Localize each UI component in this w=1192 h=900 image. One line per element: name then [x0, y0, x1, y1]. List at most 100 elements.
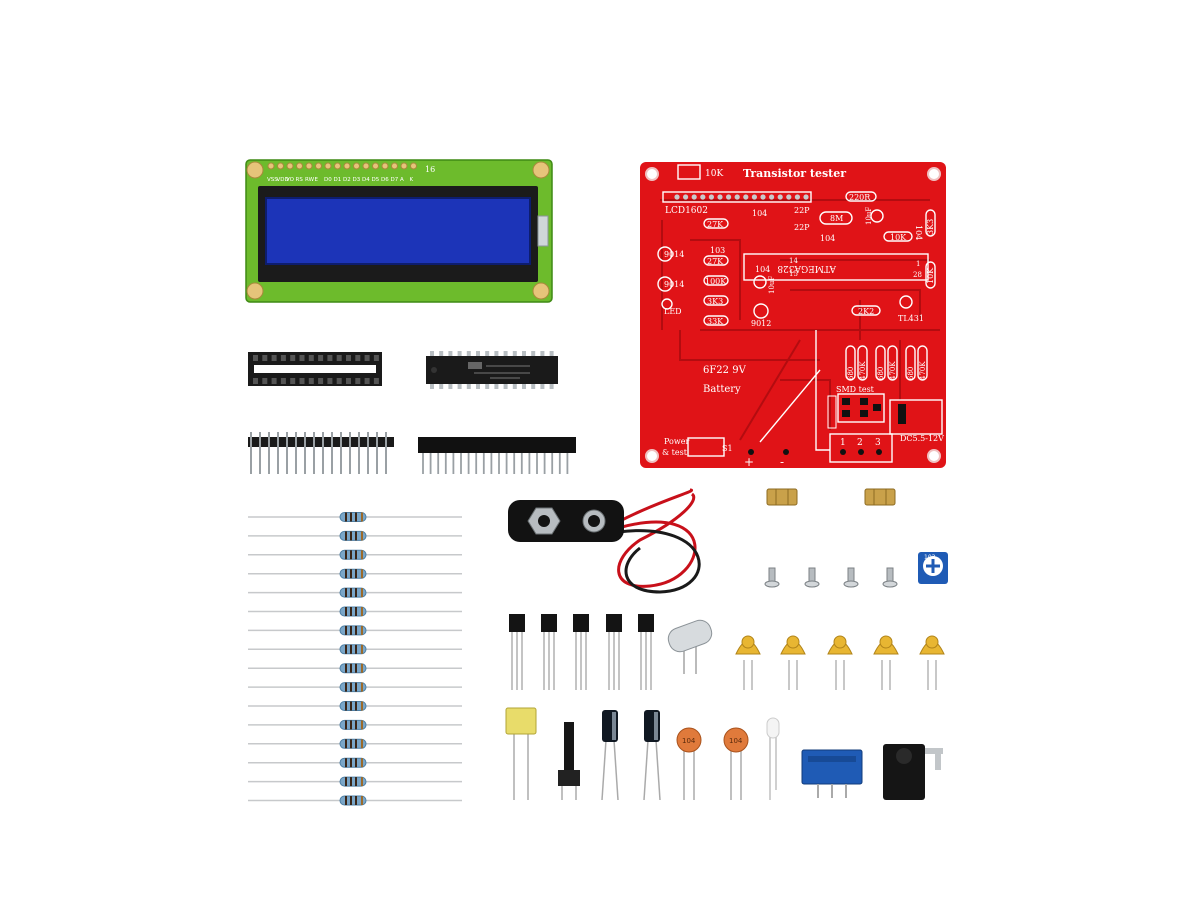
- resistor-band: [361, 701, 363, 711]
- chip-pin: [512, 383, 517, 389]
- pcb-label: Power: [664, 437, 689, 446]
- pcb-label: 103: [710, 246, 725, 255]
- pcb-label: 22P: [794, 223, 810, 232]
- lcd-pin-pad: [324, 162, 332, 170]
- pcb-pad: [726, 194, 732, 200]
- transistors: [509, 614, 654, 690]
- lcd-pin-label: VDD: [277, 177, 289, 183]
- resistor-band: [355, 777, 357, 787]
- socket-hole: [280, 355, 286, 361]
- lcd-pin-label: K: [410, 177, 414, 183]
- chip-pin: [494, 383, 499, 389]
- transistor: [606, 614, 622, 632]
- lcd-pin-pad: [381, 162, 389, 170]
- socket-hole: [271, 378, 277, 384]
- pcb-label: 8M: [830, 214, 843, 223]
- socket-hole: [262, 355, 268, 361]
- lcd-pin-pad: [362, 162, 370, 170]
- resistor-band: [350, 512, 352, 522]
- resistor-band: [350, 682, 352, 692]
- pcb-pad: [674, 194, 680, 200]
- resistor-band: [355, 663, 357, 673]
- pcb-label: 10K: [705, 169, 723, 179]
- pcb-pad: [777, 194, 783, 200]
- trimmer-potentiometer: 103: [918, 552, 948, 584]
- lcd-pin-label: RW: [305, 177, 315, 183]
- chip-pin: [531, 383, 536, 389]
- chip-pin: [485, 351, 490, 357]
- transistor: [509, 614, 525, 632]
- lcd-pin-label: RS: [296, 177, 304, 183]
- socket-hole: [336, 378, 342, 384]
- ceramic-capacitor-top: [786, 635, 800, 649]
- pcb-pad: [700, 194, 706, 200]
- lcd-pin-pad: [305, 162, 313, 170]
- lcd-pin-pad: [296, 162, 303, 170]
- resistor-band: [361, 550, 363, 560]
- resistor-band: [345, 739, 347, 749]
- pcb-label: 27K: [707, 257, 724, 266]
- ceramic-capacitor-top: [741, 635, 755, 649]
- pcb-pad: [794, 194, 801, 200]
- pcb-label: 15: [789, 270, 798, 278]
- lcd-pin-count: 16: [425, 165, 435, 174]
- screw-head: [843, 580, 859, 588]
- resistor-band: [361, 777, 363, 787]
- pcb-pad: [691, 194, 697, 200]
- resistor-band: [345, 550, 347, 560]
- resistor-band: [361, 682, 363, 692]
- ceramic-capacitor-orange: 104: [723, 727, 749, 800]
- resistor-band: [350, 720, 352, 730]
- pcb-label: 470K: [889, 361, 897, 380]
- resistor-band: [350, 550, 352, 560]
- resistor-band: [355, 588, 357, 598]
- resistor-band: [350, 663, 352, 673]
- resistor-band: [345, 796, 347, 805]
- push-button: [558, 722, 580, 800]
- pcb-label: TL431: [898, 314, 924, 323]
- resistor-band: [345, 720, 347, 730]
- pcb-label: 22P: [794, 206, 810, 215]
- chip-pin: [549, 351, 554, 357]
- socket-hole: [336, 355, 342, 361]
- lcd-screen: [265, 197, 531, 265]
- chip-pin: [430, 383, 434, 389]
- trimmer-label: 103: [924, 554, 936, 561]
- pcb-label: 9014: [664, 280, 684, 289]
- resistor-band: [350, 758, 352, 768]
- socket-hole: [308, 355, 314, 361]
- pcb-label: SMD test: [836, 385, 875, 394]
- resistor-band: [361, 607, 363, 616]
- resistor-band: [350, 625, 352, 635]
- resistor-band: [361, 512, 363, 522]
- crystal-oscillator: [667, 619, 713, 674]
- socket-hole: [364, 378, 370, 384]
- lcd-pin-label: D1: [334, 177, 342, 183]
- resistor-band: [345, 777, 347, 787]
- resistor-band: [355, 796, 357, 805]
- pcb-label: S1: [722, 444, 733, 453]
- lcd-pin-label: VO: [286, 177, 295, 183]
- pcb-label: 680: [907, 367, 915, 380]
- resistor-band: [350, 739, 352, 749]
- resistor-band: [355, 758, 357, 768]
- resistor-band: [345, 531, 347, 541]
- chip-pin: [448, 383, 453, 389]
- socket-hole: [308, 378, 314, 384]
- pcb-label: & test: [662, 448, 688, 457]
- chip-pin: [457, 351, 462, 357]
- pcb-label: 2K2: [858, 307, 874, 316]
- resistor-band: [361, 644, 363, 654]
- brass-standoff: [864, 488, 896, 506]
- lcd-pin-label: D4: [362, 177, 370, 183]
- socket-hole: [346, 355, 351, 361]
- lcd-pin-label: VSS: [267, 177, 278, 183]
- ceramic-capacitors-yellow: [735, 635, 945, 690]
- pcb-label: 10K: [890, 233, 907, 242]
- pcb-label: 470K: [919, 361, 927, 380]
- pcb-label: -: [780, 455, 784, 469]
- resistor-band: [350, 588, 352, 598]
- socket-hole: [364, 355, 370, 361]
